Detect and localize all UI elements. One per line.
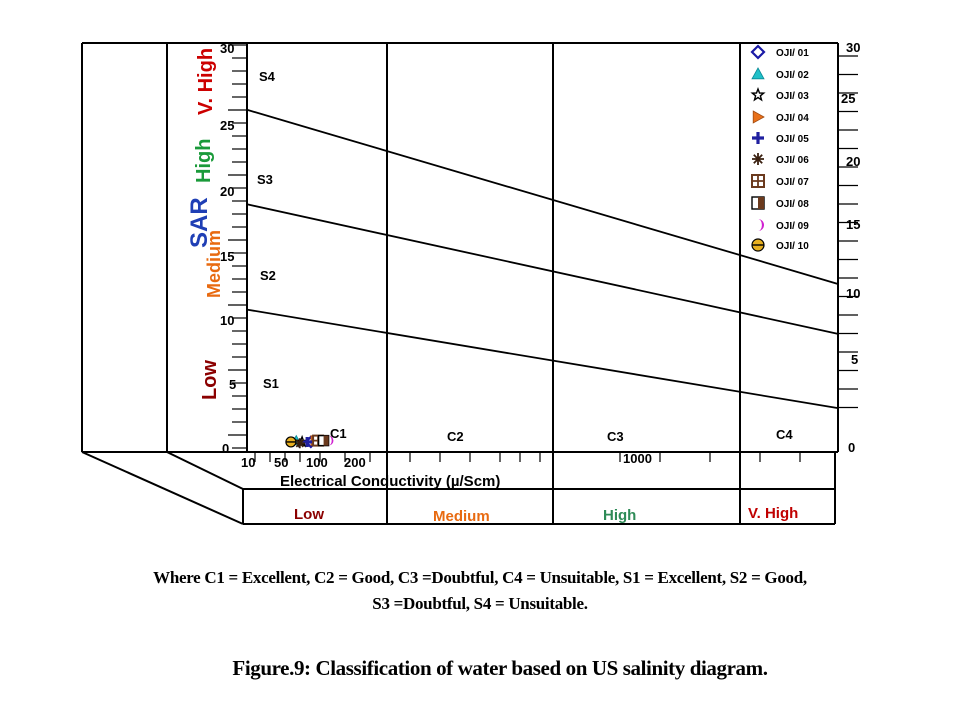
right-axis-ticks (838, 55, 858, 409)
right-tick-label: 5 (851, 352, 858, 367)
legend-marker (752, 153, 764, 165)
right-tick-label: 25 (841, 91, 855, 106)
legend-item: OJI/ 09 (758, 219, 809, 232)
sar-class-high: High (193, 139, 215, 183)
x-tick-label: 200 (344, 455, 366, 470)
sar-class-low: Low (199, 360, 221, 400)
right-tick-label: 0 (848, 440, 855, 455)
legend-label: OJI/ 06 (776, 155, 809, 166)
sar-class-medium: Medium (204, 230, 224, 298)
data-point (294, 438, 305, 449)
classification-note-line1: Where C1 = Excellent, C2 = Good, C3 =Dou… (153, 568, 807, 587)
boundary-line (246, 308, 839, 410)
ec-class-low: Low (294, 506, 324, 523)
y-tick-label: 20 (220, 184, 234, 199)
legend-marker (751, 196, 765, 210)
ec-axis-title: Electrical Conductivity (µ/Scm) (280, 473, 500, 490)
legend-marker (752, 132, 764, 144)
figure-caption: Figure.9: Classification of water based … (232, 656, 768, 680)
boundary-line (246, 203, 839, 335)
zone-label-c1: C1 (330, 426, 347, 441)
legend-marker (752, 110, 765, 124)
data-points (285, 434, 334, 449)
sar-axis-title: SAR (186, 197, 213, 248)
data-point (317, 434, 330, 447)
legend-item: OJI/ 01 (750, 44, 809, 60)
right-tick-label: 15 (846, 217, 860, 232)
legend-label: OJI/ 04 (776, 113, 809, 124)
legend-marker (751, 174, 765, 188)
x-tick-label: 100 (306, 455, 328, 470)
legend-item: OJI/ 10 (751, 238, 809, 252)
legend-item: OJI/ 03 (750, 87, 809, 102)
legend-label: OJI/ 07 (776, 177, 809, 188)
data-point (328, 435, 334, 446)
legend-label: OJI/ 02 (776, 70, 809, 81)
classification-note-line2: S3 =Doubtful, S4 = Unsuitable. (372, 594, 588, 613)
x-tick-label: 50 (274, 455, 288, 470)
legend-marker (751, 238, 765, 252)
boundary-line (246, 108, 839, 285)
zone-label-c4: C4 (776, 427, 793, 442)
right-tick-label: 30 (846, 40, 860, 55)
legend-item: OJI/ 05 (752, 132, 809, 145)
legend-marker (758, 219, 764, 231)
right-tick-label: 10 (846, 286, 860, 301)
sar-boundary-lines (246, 108, 839, 410)
ec-class-high: High (603, 507, 636, 524)
diagram-frame (81, 42, 839, 525)
legend-item: OJI/ 06 (752, 153, 809, 166)
ec-class-vhigh: V. High (748, 505, 798, 522)
x-tick-label: 10 (241, 455, 255, 470)
y-tick-label: 10 (220, 313, 234, 328)
legend-item: OJI/ 07 (751, 174, 809, 188)
data-point (285, 436, 297, 448)
x-tick-label: 1000 (623, 451, 652, 466)
y-tick-label: 25 (220, 118, 234, 133)
legend-label: OJI/ 05 (776, 134, 809, 145)
legend-marker (750, 44, 766, 60)
data-point (302, 436, 313, 447)
legend-item: OJI/ 02 (751, 67, 809, 81)
zone-label-c2: C2 (447, 429, 464, 444)
ec-class-medium: Medium (433, 508, 490, 525)
y-tick-label: 30 (220, 41, 234, 56)
legend-label: OJI/ 03 (776, 91, 809, 102)
sar-axis-ticks (228, 44, 247, 449)
zone-label-s4: S4 (259, 69, 276, 84)
zone-label-s2: S2 (260, 268, 276, 283)
salinity-diagram: 30 25 20 15 10 5 0 30 25 20 15 10 5 0 10… (81, 40, 860, 525)
legend-marker (751, 67, 765, 80)
legend-item: OJI/ 08 (751, 196, 809, 210)
legend-label: OJI/ 10 (776, 241, 809, 252)
y-tick-label: 5 (229, 377, 236, 392)
legend: OJI/ 01 OJI/ 02 OJI/ 03 OJI/ 04 OJI/ 05 OJI/ … (750, 44, 809, 252)
sar-class-vhigh: V. High (195, 48, 217, 115)
ec-axis-ticks (254, 452, 801, 462)
y-tick-label: 0 (222, 441, 229, 456)
zone-label-s3: S3 (257, 172, 273, 187)
legend-label: OJI/ 01 (776, 48, 809, 59)
zone-label-c3: C3 (607, 429, 624, 444)
right-tick-label: 20 (846, 154, 860, 169)
y-tick-label: 15 (220, 249, 234, 264)
legend-label: OJI/ 09 (776, 221, 809, 232)
zone-label-s1: S1 (263, 376, 279, 391)
legend-marker (750, 87, 766, 102)
legend-label: OJI/ 08 (776, 199, 809, 210)
legend-item: OJI/ 04 (752, 110, 809, 124)
